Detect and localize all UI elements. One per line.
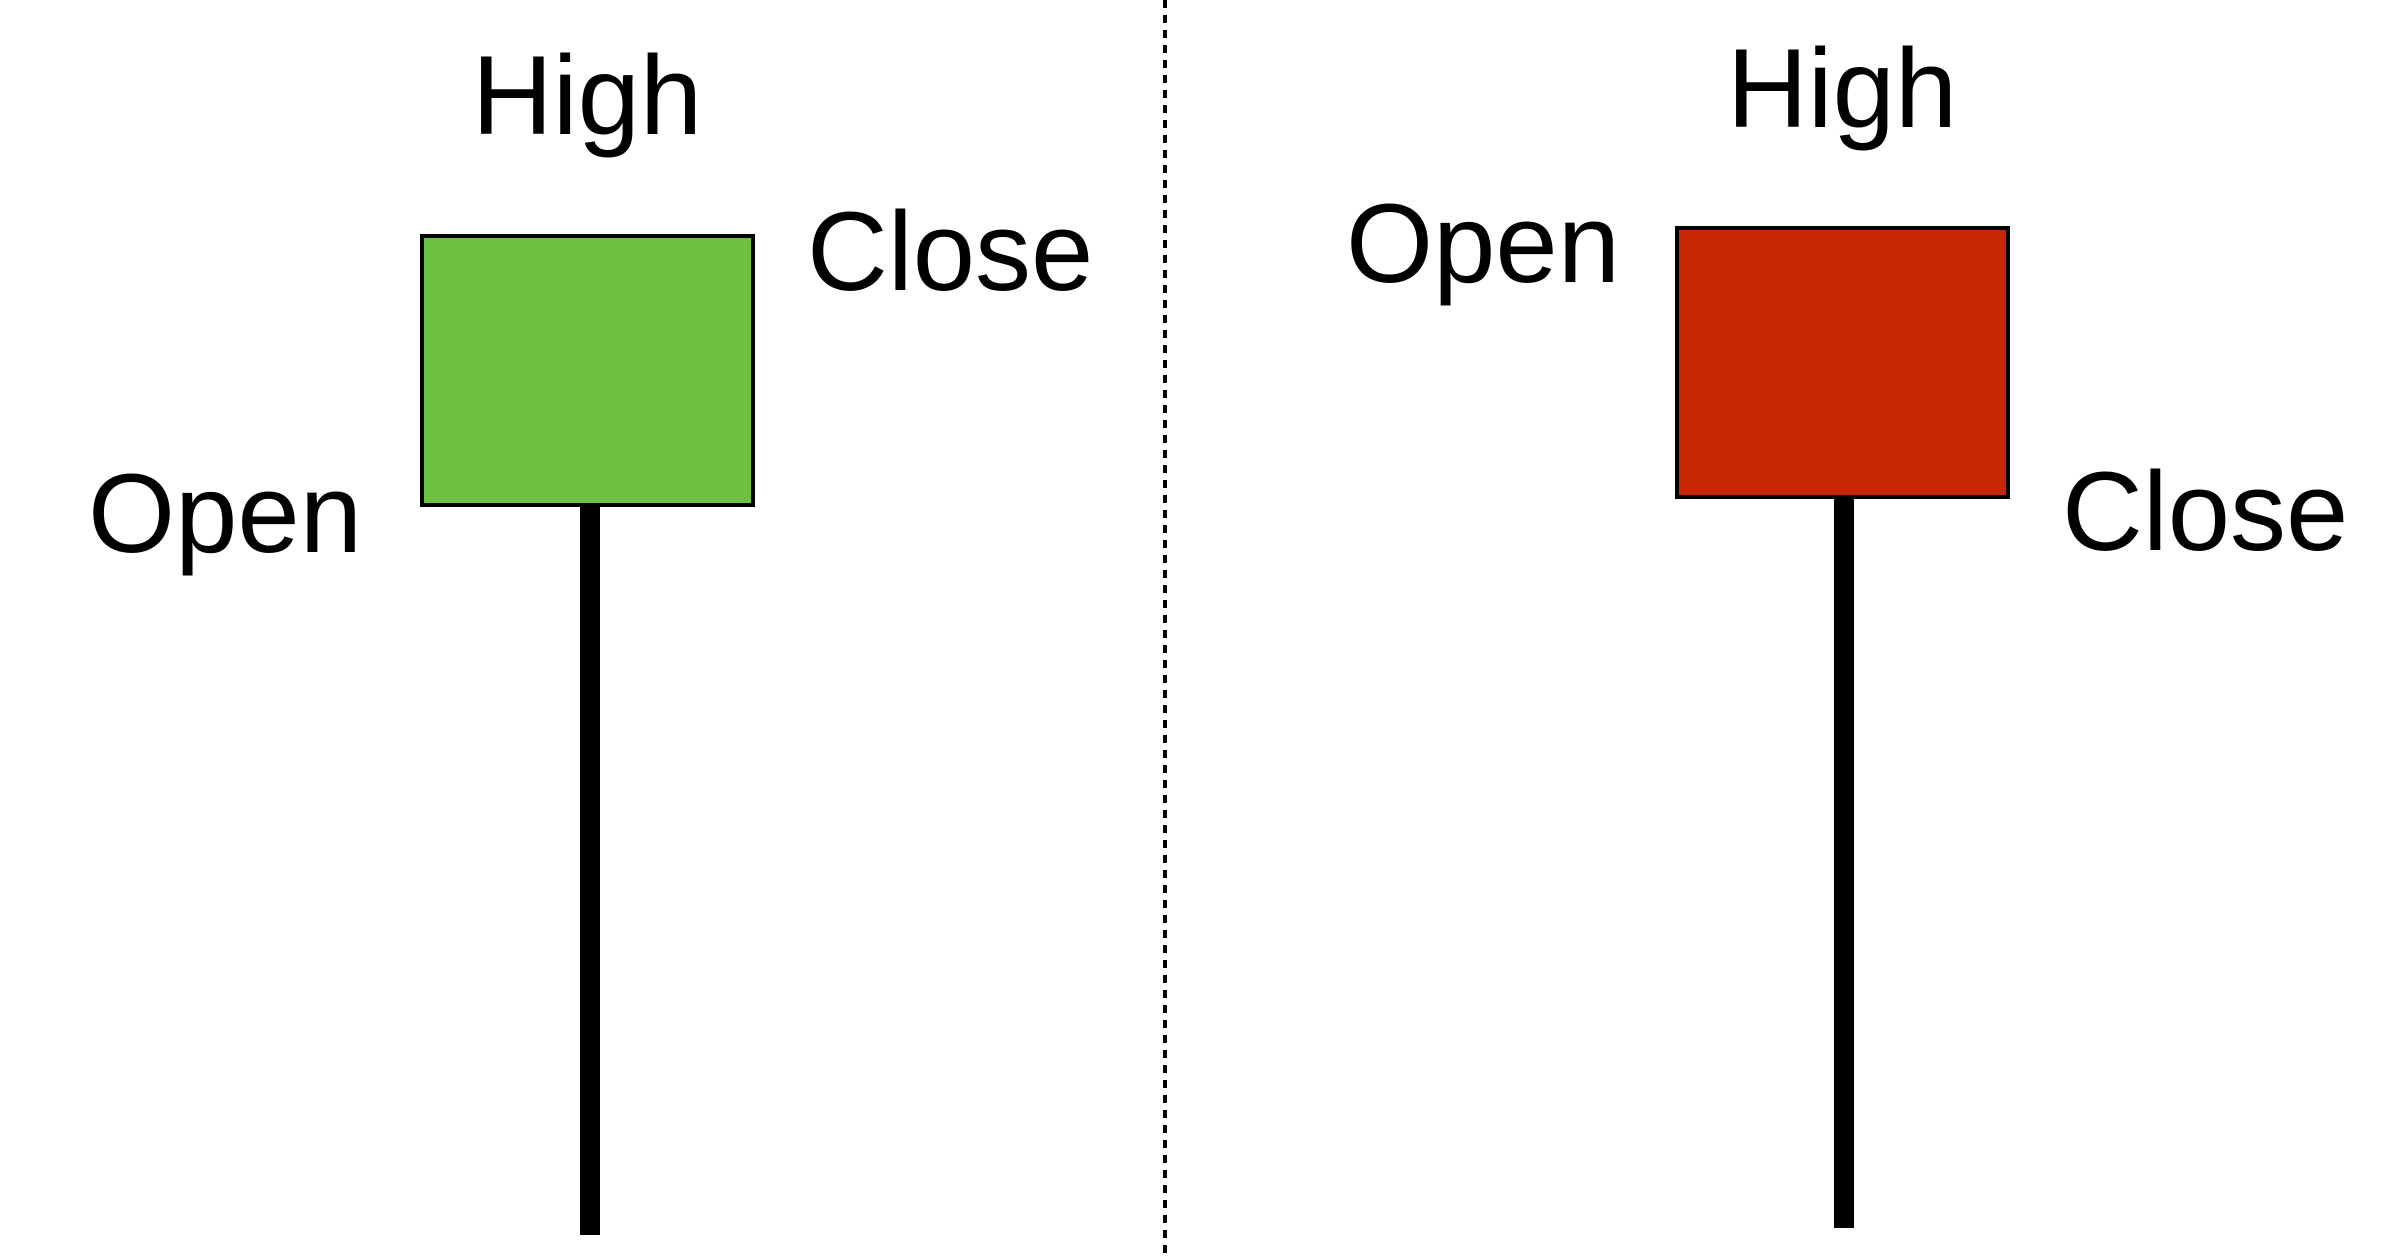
bearish-open-label: Open — [1346, 181, 1620, 306]
bullish-high-label: High — [472, 33, 702, 158]
bearish-high-label: High — [1727, 26, 1957, 151]
bullish-open-label: Open — [88, 451, 362, 576]
bearish-close-label: Close — [2062, 449, 2348, 574]
bearish-candle: High Open Close — [1346, 26, 2348, 1228]
bearish-candle-body — [1675, 226, 2010, 499]
bullish-candle-body — [420, 234, 755, 507]
bullish-close-label: Close — [807, 189, 1093, 314]
bullish-candle: High Close Open — [88, 33, 1093, 1235]
